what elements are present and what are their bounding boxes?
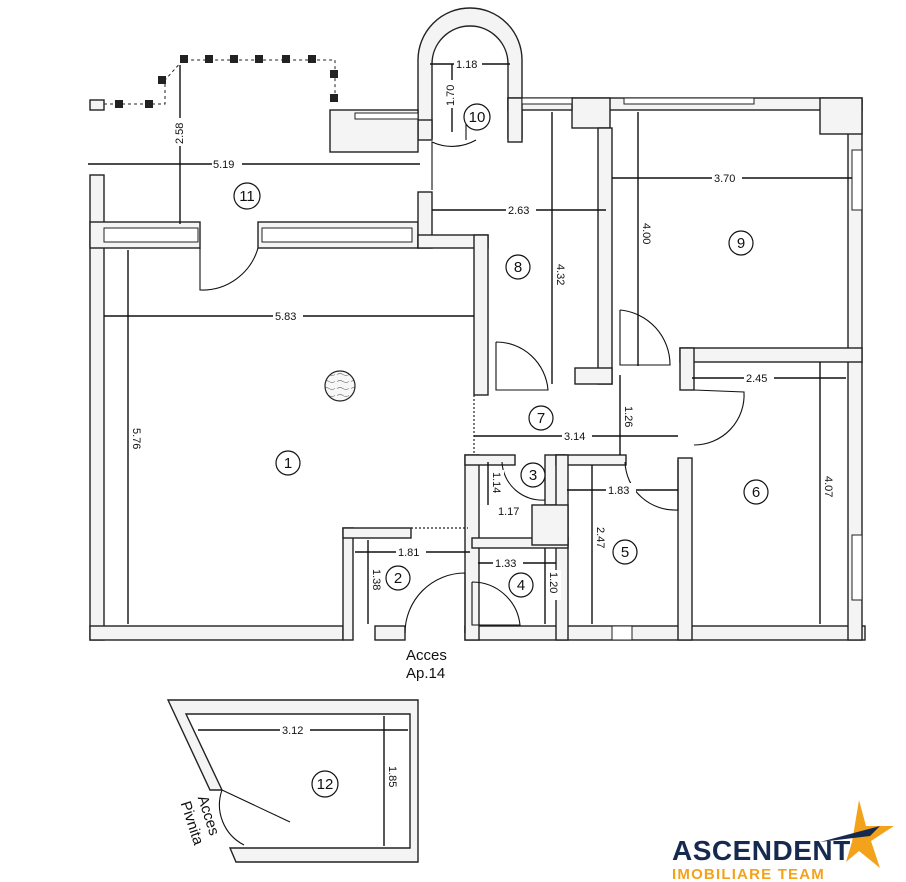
room-1-label: 1 (284, 455, 292, 472)
dim-1-81: 1.81 (398, 547, 419, 559)
dim-1-14: 1.14 (490, 472, 502, 493)
dim-3-12: 3.12 (282, 725, 303, 737)
dim-3-14: 3.14 (564, 431, 585, 443)
access-labels: Acces Ap.14 Acces Pivnita (177, 647, 447, 848)
room-6-label: 6 (752, 484, 760, 501)
dim-1-33: 1.33 (495, 558, 516, 570)
room-3-label: 3 (529, 467, 537, 484)
room-11-label: 11 (239, 188, 255, 205)
dim-4-00: 4.00 (640, 223, 652, 244)
dim-2-47: 2.47 (594, 527, 606, 548)
access-main-line2: Ap.14 (406, 665, 445, 682)
room-labels: 1 2 3 4 5 6 7 8 9 10 11 12 (233, 103, 769, 798)
windows (103, 97, 863, 641)
cellar (166, 699, 419, 863)
dim-5-76: 5.76 (130, 428, 142, 449)
dim-1-26: 1.26 (622, 406, 634, 427)
dim-2-58: 2.58 (174, 123, 186, 144)
doors (199, 110, 745, 846)
room-12-label: 12 (317, 776, 334, 793)
room-9-label: 9 (737, 235, 745, 252)
dim-1-38: 1.38 (370, 569, 382, 590)
ascendent-logo: ASCENDENT IMOBILIARE TEAM (672, 800, 894, 882)
ceiling-lamp-icon (324, 370, 356, 402)
logo-subtitle: IMOBILIARE TEAM (672, 866, 825, 882)
dim-1-70: 1.70 (445, 85, 457, 106)
room-10-label: 10 (469, 109, 486, 126)
room-4-label: 4 (517, 577, 525, 594)
room-2-label: 2 (394, 570, 402, 587)
dim-4-32: 4.32 (554, 264, 566, 285)
room-8-label: 8 (514, 259, 522, 276)
dim-1-85: 1.85 (386, 766, 398, 787)
balcony-railing (104, 55, 338, 108)
dim-4-07: 4.07 (822, 476, 834, 497)
room-7-label: 7 (537, 410, 545, 427)
dim-1-83: 1.83 (608, 485, 629, 497)
dim-5-19: 5.19 (213, 159, 234, 171)
dim-2-63: 2.63 (508, 205, 529, 217)
access-main-line1: Acces (406, 647, 447, 664)
dimension-labels: 5.19 2.58 1.18 1.70 2.63 4.32 3.70 4.00 … (130, 57, 836, 794)
dim-2-45: 2.45 (746, 373, 767, 385)
dotted-lines (411, 395, 475, 529)
dim-1-20: 1.20 (547, 572, 559, 593)
dim-5-83: 5.83 (275, 311, 296, 323)
logo-title: ASCENDENT (672, 835, 851, 866)
dim-1-18: 1.18 (456, 59, 477, 71)
room-5-label: 5 (621, 544, 629, 561)
dim-3-70: 3.70 (714, 173, 735, 185)
dim-1-17: 1.17 (498, 506, 519, 518)
